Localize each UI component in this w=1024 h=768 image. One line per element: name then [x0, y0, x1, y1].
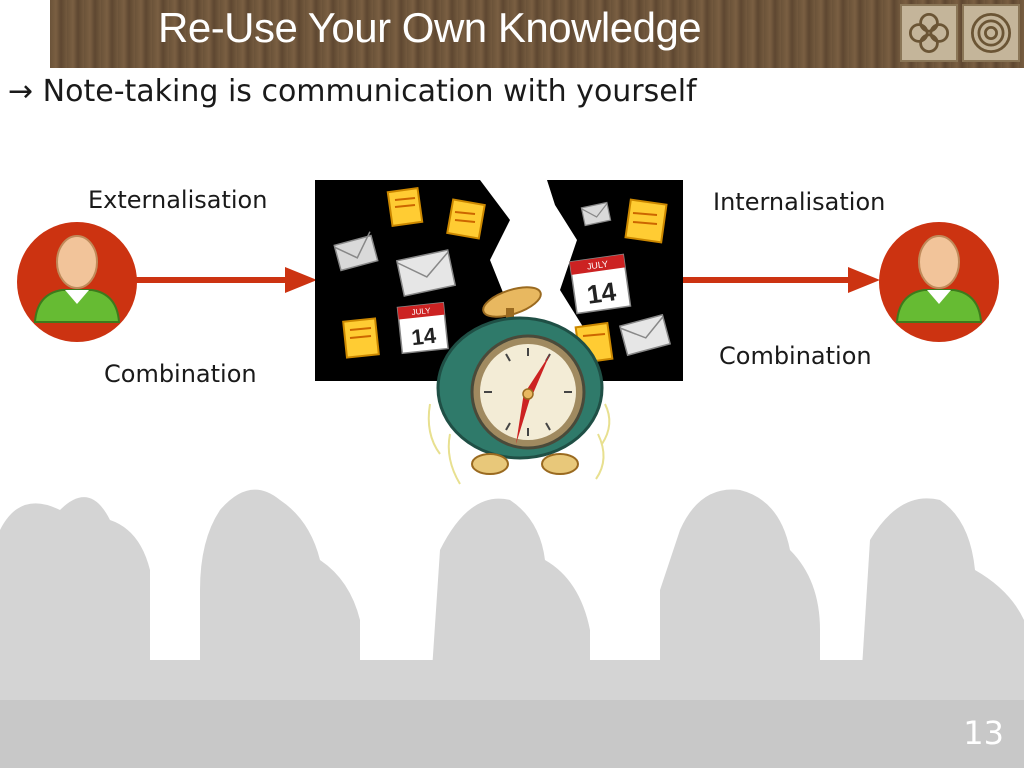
right-arrow-icon-left — [135, 267, 317, 293]
spiral-tile-icon — [962, 4, 1020, 62]
audience-silhouette — [0, 489, 1024, 700]
page-number: 13 — [963, 714, 1004, 752]
right-arrow-icon-right — [683, 267, 880, 293]
slide-title: Re-Use Your Own Knowledge — [158, 4, 702, 51]
envelope-icon — [333, 231, 379, 272]
notes-panel: JULY 14 JULY 14 — [315, 180, 683, 381]
quatrefoil-tile-icon — [900, 4, 958, 62]
envelope-icon — [618, 313, 672, 357]
combination-label-left: Combination — [104, 360, 257, 388]
svg-text:JULY: JULY — [586, 259, 609, 272]
note-icon — [446, 198, 486, 240]
svg-text:14: 14 — [410, 323, 438, 351]
internalisation-label: Internalisation — [713, 188, 886, 216]
combination-label-right: Combination — [719, 342, 872, 370]
person-icon-left — [17, 222, 137, 342]
envelope-icon — [395, 249, 457, 297]
person-icon-right — [879, 222, 999, 342]
footer-bar — [0, 700, 1024, 768]
subtitle: → Note-taking is communication with your… — [8, 74, 697, 109]
note-icon — [386, 186, 424, 228]
calendar-icon: JULY 14 — [568, 253, 632, 315]
alarm-clock-icon — [427, 286, 611, 485]
note-icon — [624, 198, 668, 244]
envelope-icon — [580, 201, 612, 227]
title-bar: Re-Use Your Own Knowledge — [50, 0, 1024, 68]
svg-text:14: 14 — [585, 276, 618, 310]
note-icon — [342, 317, 380, 359]
svg-text:JULY: JULY — [411, 306, 431, 317]
externalisation-label: Externalisation — [88, 186, 268, 214]
calendar-icon: JULY 14 — [396, 301, 449, 355]
